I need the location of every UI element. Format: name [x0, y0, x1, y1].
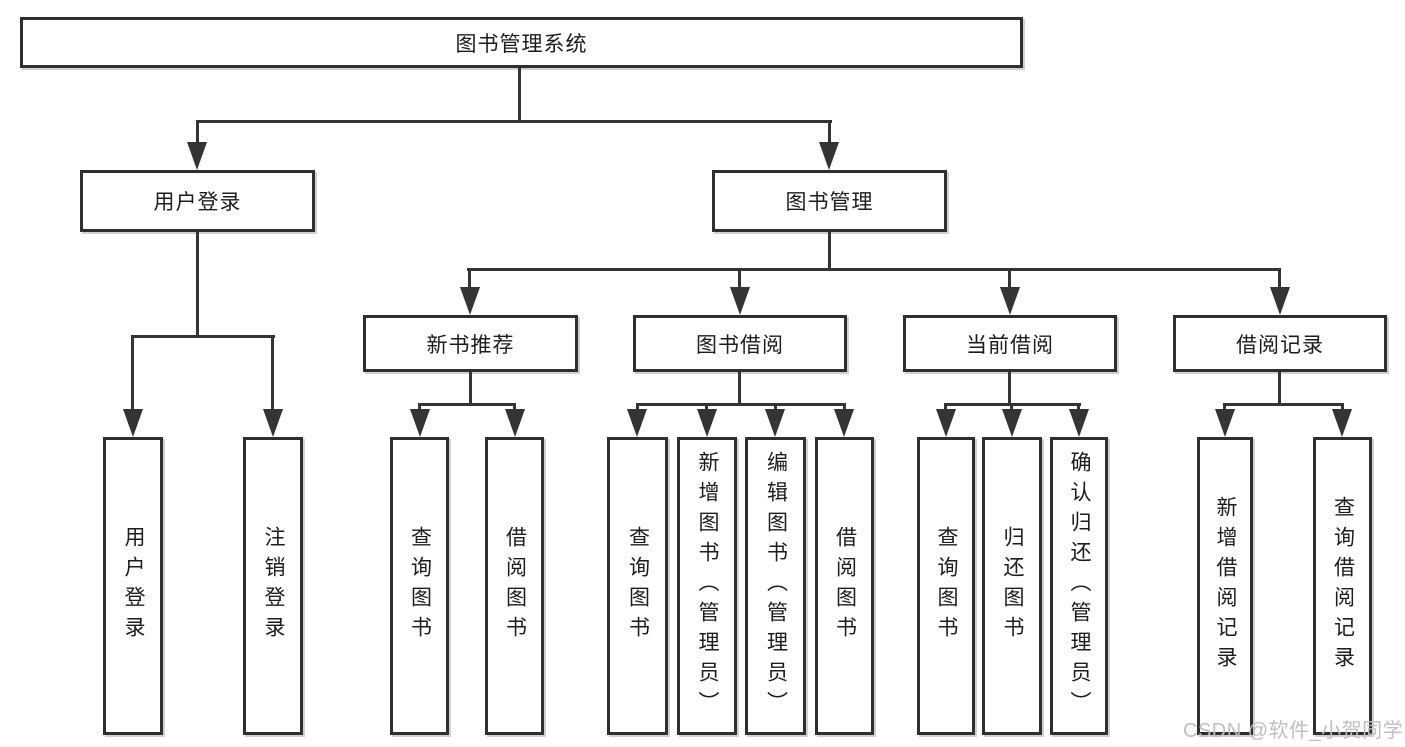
leaf-borrow-books-borrow: 借阅图书 [815, 437, 874, 735]
arrowhead-icon [697, 409, 717, 437]
node-book-borrow: 图书借阅 [633, 315, 847, 372]
connector-vline [828, 232, 831, 271]
arrowhead-icon [834, 409, 854, 437]
connector-hline [1223, 403, 1344, 406]
node-new-book-recommend-label: 新书推荐 [426, 333, 515, 357]
leaf-return-books-label: 归还图书 [1001, 526, 1024, 646]
leaf-confirm-return-admin: 确认归还（管理员） [1050, 437, 1108, 735]
connector-vline [738, 271, 741, 287]
connector-vline [468, 271, 471, 287]
node-current-borrow-label: 当前借阅 [966, 333, 1054, 357]
connector-vline [1278, 372, 1281, 403]
leaf-add-book-admin-label: 新增图书（管理员） [696, 451, 719, 721]
leaf-query-books-current: 查询图书 [917, 437, 975, 735]
connector-vline [518, 68, 521, 120]
arrowhead-icon [1270, 287, 1290, 315]
leaf-add-borrow-record-label: 新增借阅记录 [1214, 496, 1237, 676]
leaf-user-login: 用户登录 [103, 437, 163, 735]
node-root-label: 图书管理系统 [455, 32, 588, 56]
arrowhead-icon [1069, 409, 1089, 437]
leaf-borrow-books-recommend: 借阅图书 [485, 437, 544, 735]
connector-vline [843, 403, 846, 409]
leaf-add-book-admin: 新增图书（管理员） [677, 437, 737, 735]
leaf-add-borrow-record: 新增借阅记录 [1197, 437, 1253, 735]
connector-vline [513, 403, 516, 409]
connector-vline [738, 372, 741, 403]
connector-vline [1341, 403, 1344, 409]
node-borrow-records-label: 借阅记录 [1236, 333, 1324, 357]
connector-vline [469, 372, 472, 403]
arrowhead-icon [765, 409, 785, 437]
arrowhead-icon [730, 287, 750, 315]
arrowhead-icon [460, 287, 480, 315]
connector-vline [196, 120, 199, 142]
node-book-management-label: 图书管理 [785, 191, 874, 214]
arrowhead-icon [187, 142, 207, 170]
arrowhead-icon [1000, 287, 1020, 315]
leaf-query-books-current-label: 查询图书 [935, 526, 958, 646]
arrowhead-icon [819, 142, 839, 170]
node-user-login: 用户登录 [80, 170, 315, 232]
arrowhead-icon [505, 409, 525, 437]
leaf-borrow-books-recommend-label: 借阅图书 [503, 526, 527, 646]
node-current-borrow: 当前借阅 [903, 315, 1117, 372]
leaf-borrow-books-borrow-label: 借阅图书 [833, 526, 857, 646]
leaf-logout: 注销登录 [243, 437, 303, 735]
leaf-query-books-borrow: 查询图书 [607, 437, 668, 735]
node-user-login-label: 用户登录 [153, 191, 242, 214]
connector-vline [1010, 403, 1013, 409]
arrowhead-icon [123, 409, 143, 437]
connector-vline [1077, 403, 1080, 409]
connector-vline [131, 335, 134, 409]
connector-vline [828, 120, 831, 142]
connector-vline [944, 403, 947, 409]
leaf-edit-book-admin-label: 编辑图书（管理员） [764, 451, 788, 721]
connector-vline [1223, 403, 1226, 409]
leaf-user-login-label: 用户登录 [122, 526, 145, 646]
connector-vline [418, 403, 421, 409]
arrowhead-icon [1002, 409, 1022, 437]
connector-vline [271, 335, 274, 409]
arrowhead-icon [1332, 409, 1352, 437]
leaf-query-borrow-record-label: 查询借阅记录 [1331, 496, 1355, 676]
arrowhead-icon [263, 409, 283, 437]
leaf-query-books-borrow-label: 查询图书 [626, 526, 650, 646]
leaf-confirm-return-admin-label: 确认归还（管理员） [1068, 451, 1091, 721]
arrowhead-icon [1215, 409, 1235, 437]
csdn-watermark: CSDN @软件_小贺同学 [1183, 720, 1404, 742]
leaf-logout-label: 注销登录 [262, 526, 285, 646]
connector-vline [1278, 271, 1281, 287]
connector-vline [636, 403, 639, 409]
leaf-query-borrow-record: 查询借阅记录 [1313, 437, 1372, 735]
connector-hline [196, 120, 832, 123]
node-borrow-records: 借阅记录 [1173, 315, 1387, 372]
leaf-return-books: 归还图书 [982, 437, 1042, 735]
connector-hline [636, 403, 846, 406]
leaf-query-books-recommend-label: 查询图书 [408, 526, 432, 646]
connector-hline [418, 403, 516, 406]
connector-vline [1008, 271, 1011, 287]
connector-vline [1008, 372, 1011, 403]
arrowhead-icon [627, 409, 647, 437]
node-book-management: 图书管理 [712, 170, 947, 232]
node-root: 图书管理系统 [20, 17, 1023, 68]
leaf-edit-book-admin: 编辑图书（管理员） [745, 437, 806, 735]
leaf-query-books-recommend: 查询图书 [390, 437, 449, 735]
connector-vline [196, 232, 199, 335]
arrowhead-icon [410, 409, 430, 437]
node-new-book-recommend: 新书推荐 [363, 315, 578, 372]
connector-hline [131, 335, 275, 338]
node-book-borrow-label: 图书借阅 [696, 333, 784, 357]
connector-vline [774, 403, 777, 409]
connector-vline [705, 403, 708, 409]
arrowhead-icon [936, 409, 956, 437]
connector-hline [467, 268, 1281, 271]
